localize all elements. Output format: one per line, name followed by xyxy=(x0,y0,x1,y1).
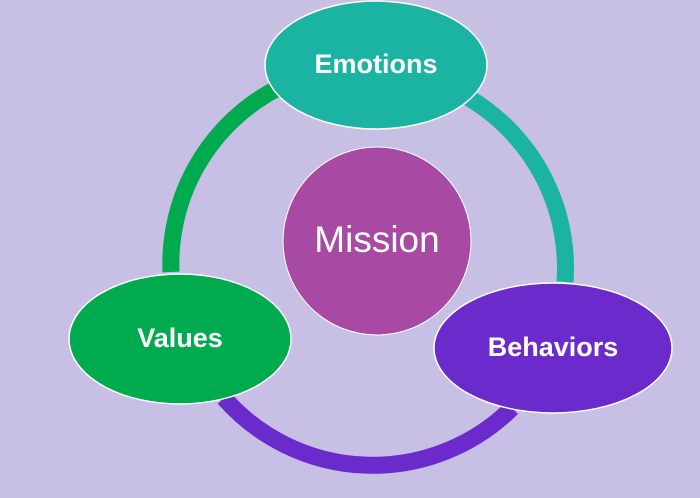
emotions-node xyxy=(264,0,488,130)
arc-behaviors-to-values xyxy=(217,392,518,474)
behaviors-node xyxy=(433,282,673,414)
values-node xyxy=(68,273,292,405)
mission-circle xyxy=(282,146,472,336)
values-label: Values xyxy=(137,323,223,353)
mission-label: Mission xyxy=(314,219,439,260)
arc-values-to-emotions xyxy=(162,80,282,273)
emotions-label: Emotions xyxy=(314,49,437,79)
behaviors-label: Behaviors xyxy=(488,332,619,362)
arc-emotions-to-behaviors xyxy=(464,90,574,283)
